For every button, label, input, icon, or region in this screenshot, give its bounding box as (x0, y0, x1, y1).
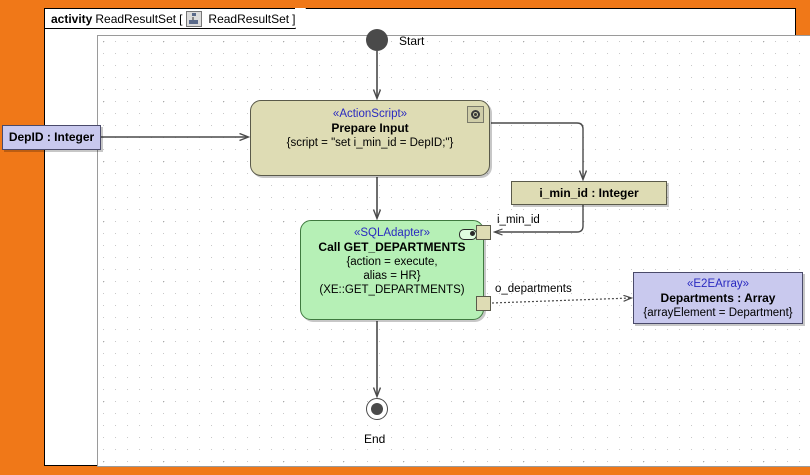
object-node-depid-label: DepID : Integer (8, 130, 95, 144)
input-pin-label: i_min_id (497, 214, 540, 226)
end-node-label: End (364, 432, 386, 446)
frame-ref: ReadResultSet (208, 11, 290, 26)
prepare-input-properties: {script = "set i_min_id = DepID;"} (286, 137, 454, 149)
start-node-label: Start (399, 34, 425, 48)
start-node[interactable] (366, 29, 388, 51)
frame-name: ReadResultSet (95, 11, 177, 26)
frame-close-bracket: ] (292, 11, 296, 26)
action-node-prepare-input[interactable]: «ActionScript» Prepare Input {script = "… (250, 100, 490, 176)
object-node-departments[interactable]: «E2EArray» Departments : Array {arrayEle… (633, 272, 803, 324)
prepare-input-stereotype: «ActionScript» (332, 108, 408, 120)
script-gear-icon (467, 106, 484, 123)
activity-diagram-icon (186, 10, 203, 27)
adapter-pill-icon (459, 229, 477, 240)
call-get-departments-stereotype: «SQLAdapter» (353, 227, 431, 239)
call-get-departments-name: Call GET_DEPARTMENTS (318, 240, 466, 254)
call-get-departments-prop-1: {action = execute, (346, 256, 438, 268)
activity-frame-header: activity ReadResultSet [ ReadResultSet ] (44, 8, 307, 29)
action-node-call-get-departments[interactable]: «SQLAdapter» Call GET_DEPARTMENTS {actio… (300, 220, 484, 320)
frame-keyword: activity (51, 11, 93, 26)
object-node-depid[interactable]: DepID : Integer (2, 125, 101, 150)
departments-name: Departments : Array (660, 291, 776, 305)
output-pin-label: o_departments (495, 283, 572, 295)
call-get-departments-prop-2: alias = HR} (363, 270, 421, 282)
departments-stereotype: «E2EArray» (686, 278, 749, 290)
input-pin-i-min-id[interactable] (476, 225, 491, 240)
call-get-departments-prop-3: (XE::GET_DEPARTMENTS) (319, 284, 465, 296)
object-node-i-min-id[interactable]: i_min_id : Integer (511, 181, 667, 205)
object-node-i-min-id-label: i_min_id : Integer (539, 185, 639, 200)
frame-open-bracket: [ (179, 11, 183, 26)
end-node[interactable] (366, 398, 388, 420)
output-pin-o-departments[interactable] (476, 296, 491, 311)
departments-properties: {arrayElement = Department} (643, 307, 793, 319)
prepare-input-name: Prepare Input (331, 121, 409, 135)
